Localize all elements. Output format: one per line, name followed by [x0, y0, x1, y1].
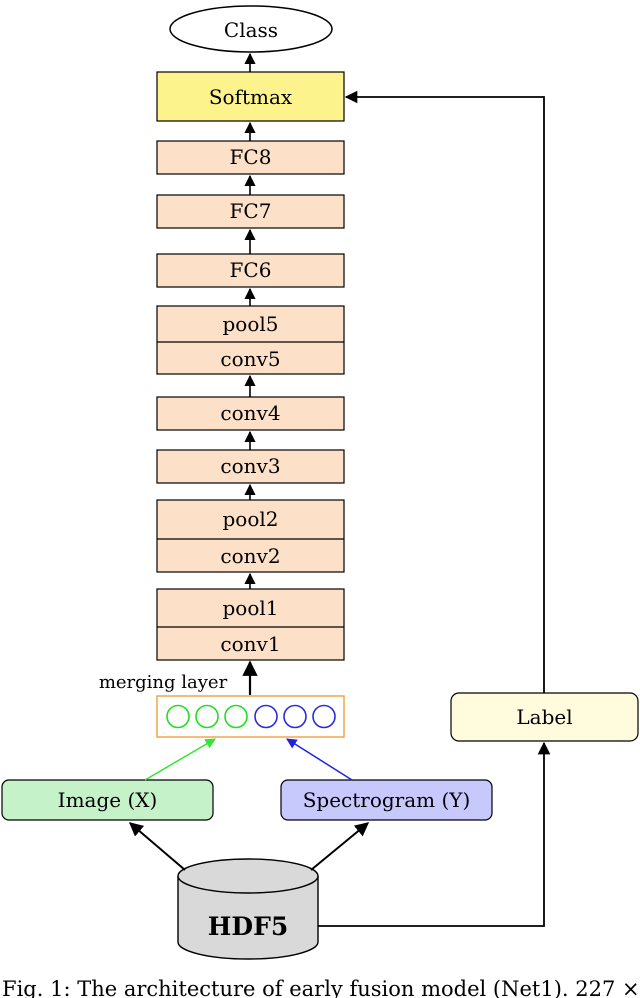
conv4-label: conv4 [220, 401, 280, 425]
fc7-layer: FC7 [156, 194, 345, 229]
fc8-layer: FC8 [156, 140, 345, 175]
label-box-label: Label [516, 705, 572, 729]
image-neuron-3 [224, 704, 248, 729]
pool2-label: pool2 [222, 507, 278, 531]
arrow-hdf5-to-image [128, 822, 186, 871]
conv3-layer: conv3 [156, 449, 345, 484]
conv5-label: conv5 [220, 347, 280, 371]
arrow-spectrogram-to-merge [286, 738, 353, 781]
hdf5-database-node: HDF5 [177, 858, 319, 960]
arrow-image-to-merge [144, 738, 216, 781]
image-input-node: Image (X) [1, 779, 214, 821]
figure-caption: Fig. 1: The architecture of early fusion… [2, 977, 640, 998]
merging-layer [156, 695, 345, 738]
pool2-conv2-block: pool2 conv2 [156, 499, 345, 573]
spectrogram-input-node: Spectrogram (Y) [280, 779, 493, 821]
conv2-label: conv2 [220, 544, 280, 568]
label-node: Label [450, 692, 639, 742]
fc7-label: FC7 [230, 199, 272, 223]
image-neuron-1 [166, 704, 190, 729]
spectrogram-neuron-2 [283, 704, 307, 729]
hdf5-arrows [128, 822, 370, 871]
arrow-hdf5-to-label [318, 741, 551, 927]
pool5-label: pool5 [222, 312, 278, 336]
image-input-label: Image (X) [58, 788, 158, 812]
class-output-node: Class [169, 5, 333, 53]
fc6-layer: FC6 [156, 253, 345, 288]
pool1-conv1-block: pool1 conv1 [156, 588, 345, 661]
image-neuron-2 [195, 704, 219, 729]
conv3-label: conv3 [220, 454, 280, 478]
fc6-label: FC6 [230, 258, 272, 282]
conv4-layer: conv4 [156, 396, 345, 431]
fc8-label: FC8 [230, 145, 272, 169]
arrow-hdf5-to-spectrogram [310, 822, 370, 871]
softmax-layer: Softmax [156, 71, 345, 122]
spectrogram-neuron-3 [312, 704, 336, 729]
spectrogram-input-label: Spectrogram (Y) [303, 788, 471, 812]
pool5-conv5-block: pool5 conv5 [156, 305, 345, 375]
arrow-label-to-softmax [344, 90, 545, 693]
pool1-label: pool1 [222, 596, 278, 620]
softmax-label: Softmax [209, 85, 293, 109]
conv1-label: conv1 [220, 632, 280, 656]
class-label: Class [224, 18, 278, 42]
spectrogram-neuron-1 [254, 704, 278, 729]
hdf5-label: HDF5 [208, 912, 288, 941]
merging-layer-label: merging layer [99, 672, 228, 693]
